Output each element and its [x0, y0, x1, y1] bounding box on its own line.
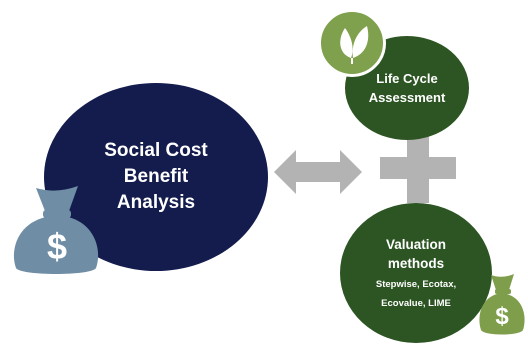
leaf-icon	[340, 26, 369, 64]
valuation-label-line1: Valuation	[385, 237, 446, 252]
valuation-methods-line2: Ecovalue, LIME	[381, 298, 451, 309]
valuation-methods-line1: Stepwise, Ecotax,	[375, 279, 457, 290]
lca-label-line2: Assessment	[368, 90, 446, 105]
svg-text:$: $	[47, 226, 67, 267]
valuation-circle: Valuation methods Stepwise, Ecotax, Ecov…	[340, 203, 492, 343]
money-bag-large-icon: $	[13, 186, 99, 274]
valuation-label-line2: methods	[387, 256, 445, 271]
leaf-badge	[318, 9, 386, 77]
scba-label-line2: Benefit	[123, 166, 189, 187]
double-arrow-icon	[274, 150, 362, 194]
money-bag-small-icon: $	[479, 274, 525, 335]
scba-label-line1: Social Cost	[104, 140, 208, 161]
svg-text:$: $	[495, 303, 509, 330]
plus-icon	[380, 133, 456, 203]
scba-label-line3: Analysis	[116, 192, 196, 213]
lca-label-line1: Life Cycle	[376, 71, 438, 86]
